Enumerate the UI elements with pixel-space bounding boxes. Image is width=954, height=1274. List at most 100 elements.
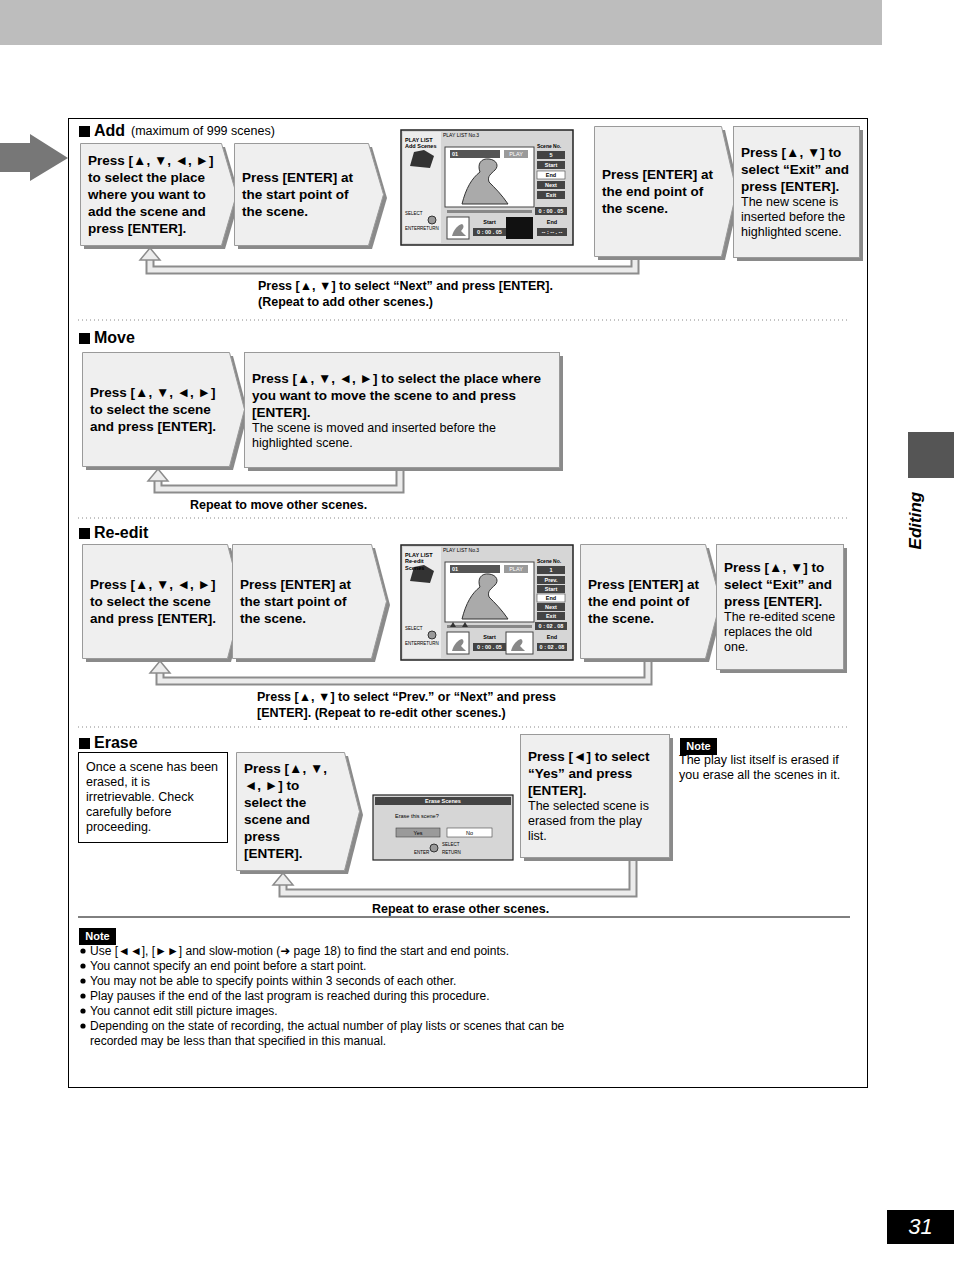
connector-part (160, 659, 648, 681)
return-arrow (273, 859, 633, 893)
box-face (717, 545, 844, 670)
screen-text: End (537, 634, 567, 640)
section-heading: Add (94, 121, 134, 141)
edge-label: Repeat to erase other scenes. (372, 901, 672, 917)
step-box: Press [▲, ▼] to select “Exit” and press … (733, 126, 860, 258)
screen-text: End (537, 172, 565, 178)
illustration-part (78, 917, 850, 918)
step-instruction: Press [▲, ▼] to select “Exit” and press … (741, 144, 852, 195)
step-result: The re-edited scene replaces the old one… (724, 610, 836, 655)
box-shadow (737, 130, 863, 261)
screen-text: No (447, 830, 492, 836)
warning-text: Once a scene has been erased, it is irre… (86, 760, 220, 835)
screen-text: 01 (452, 151, 472, 157)
box-face (81, 144, 237, 246)
illustration-part (401, 545, 573, 660)
illustration-part (78, 320, 850, 321)
step-instruction: Press [▲, ▼, ◄, ►] to select the scene a… (90, 576, 222, 627)
illustration-part (511, 639, 525, 651)
box-face (521, 735, 670, 858)
box-face (233, 545, 387, 659)
step-instruction: Press [ENTER] at the end point of the sc… (588, 576, 700, 627)
screen-text: SELECT (405, 626, 427, 631)
screen-text: Start (537, 162, 565, 168)
box-shadow (598, 130, 740, 260)
screen-text: Start (473, 634, 506, 640)
screen-text: PLAY LIST No.3 (443, 133, 503, 139)
step-arrow-box: Press [ENTER] at the start point of the … (232, 544, 386, 658)
screen-text: Next (537, 182, 565, 188)
illustration-part (537, 171, 565, 179)
box-face (734, 127, 860, 258)
illustration-part (537, 228, 567, 236)
illustration-part (447, 828, 492, 837)
section-note: (maximum of 999 scenes) (131, 124, 331, 139)
note-item: You cannot specify an end point before a… (90, 959, 570, 974)
screen-text: Exit (537, 613, 565, 619)
screen-text: Exit (537, 192, 565, 198)
connector-part (150, 257, 635, 270)
screen-text: PLAY LIST Re-edit Scenes (405, 552, 440, 571)
box-shadow (86, 356, 248, 470)
illustration-part (537, 594, 565, 602)
connector-part (283, 859, 633, 893)
section-tab-text: Editing (905, 481, 926, 561)
box-face (83, 353, 245, 467)
step-instruction: Press [▲, ▼, ◄, ►] to select the place w… (88, 152, 216, 237)
note-item: You cannot edit still picture images. (90, 1004, 570, 1019)
screen-text: Erase Scenes (375, 798, 511, 804)
step-result: The new scene is inserted before the hig… (741, 195, 852, 240)
box-face (595, 127, 737, 257)
illustration-part (79, 528, 90, 539)
step-instruction: Press [ENTER] at the start point of the … (242, 169, 363, 220)
illustration-part (0, 134, 68, 181)
return-arrow (140, 248, 635, 270)
screen-text: End (537, 219, 567, 225)
box-shadow (238, 147, 387, 249)
illustration-part (0, 0, 882, 45)
screen-text: ENTER (414, 850, 434, 855)
warning-box: Once a scene has been erased, it is irre… (78, 752, 228, 843)
step-result: The selected scene is erased from the pl… (528, 799, 662, 844)
page-number: 31 (887, 1213, 954, 1241)
box-shadow (584, 548, 724, 662)
note-text: The play list itself is erased if you er… (679, 753, 855, 783)
illustration-part (537, 151, 565, 159)
screen-text: 0 : 02 . 08 (537, 644, 567, 650)
screen-text: Prev. (537, 577, 565, 583)
illustration-part (537, 612, 565, 620)
screen-text: Scene No. (537, 559, 569, 565)
screen-text: 0 : 00 . 05 (473, 229, 506, 235)
box-shadow (236, 548, 390, 662)
step-instruction: Press [▲, ▼, ◄, ►] to select the place w… (252, 370, 552, 421)
box-shadow (248, 356, 563, 471)
illustration-part (908, 432, 954, 478)
screen-text: Start (473, 219, 506, 225)
connector-part (283, 859, 633, 893)
step-arrow-box: Press [▲, ▼, ◄, ►] to select the scene a… (236, 752, 359, 870)
box-face (237, 753, 360, 871)
section-heading: Erase (94, 733, 154, 753)
section-heading: Move (94, 328, 154, 348)
step-arrow-box: Press [ENTER] at the start point of the … (234, 143, 383, 245)
screen-text: End (537, 595, 565, 601)
illustration-part (506, 632, 533, 654)
connector-part (158, 469, 400, 489)
illustration-part (535, 622, 567, 630)
arrow-head (273, 873, 293, 885)
illustration-part (375, 797, 511, 805)
illustration-part (79, 333, 90, 344)
box-shadow (86, 548, 246, 662)
illustration-part (396, 828, 440, 837)
step-instruction: Press [ENTER] at the start point of the … (240, 576, 366, 627)
screen-text: 5 (537, 152, 565, 158)
screen-text: RETURN (442, 850, 466, 855)
box-shadow (84, 147, 240, 249)
arrow-head (148, 469, 168, 481)
screen-text: Next (537, 604, 565, 610)
step-box: Press [▲, ▼, ◄, ►] to select the place w… (244, 352, 560, 468)
screen-text: 0 : 00 . 05 (473, 644, 506, 650)
step-instruction: Press [▲, ▼, ◄, ►] to select the scene a… (244, 760, 339, 862)
screen-text: 0 : 02 . 08 (535, 623, 567, 629)
arrow-head (150, 661, 170, 673)
